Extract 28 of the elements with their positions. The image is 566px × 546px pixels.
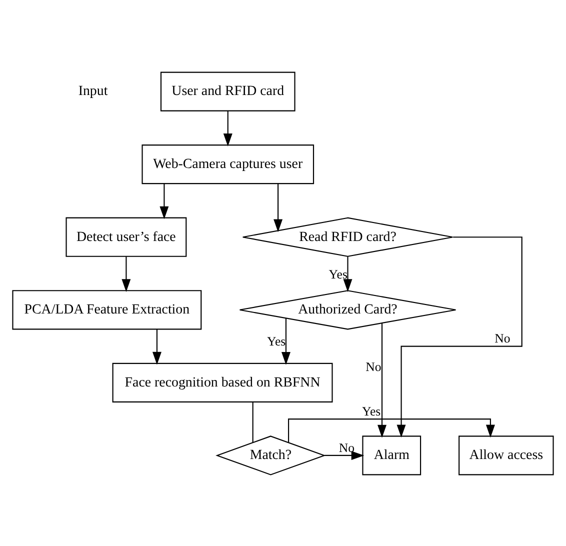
- edge-label: Yes: [362, 404, 381, 418]
- node-diamond: Match?: [216, 435, 326, 475]
- arrow: [152, 328, 162, 364]
- node-diamond: Authorized Card?: [239, 290, 456, 330]
- node-box: User and RFID card: [160, 71, 296, 111]
- arrow: [288, 418, 495, 442]
- edge-label: No: [494, 331, 510, 346]
- arrow: [223, 110, 232, 146]
- arrow: [274, 183, 283, 232]
- label: Input: [78, 84, 108, 99]
- edge-label: No: [338, 440, 355, 454]
- connector: [252, 402, 254, 442]
- node-box: Web-Camera captures user: [142, 144, 314, 184]
- arrow: [160, 183, 169, 219]
- arrow: [378, 322, 386, 438]
- node-box: PCA/LDA Feature Extraction: [12, 290, 202, 330]
- node-box: Alarm: [362, 435, 422, 475]
- arrow: [396, 236, 522, 438]
- node-box: Allow access: [458, 435, 554, 475]
- arrow: [122, 256, 131, 292]
- edge-label: Yes: [267, 334, 286, 348]
- node-box: Face recognition based on RBFNN: [112, 362, 333, 402]
- edge-label: No: [366, 359, 382, 374]
- arrow: [324, 450, 364, 460]
- arrow: [343, 256, 352, 292]
- arrow: [281, 318, 290, 364]
- node-box: Detect user’s face: [66, 216, 187, 256]
- edge-label: Yes: [328, 266, 348, 281]
